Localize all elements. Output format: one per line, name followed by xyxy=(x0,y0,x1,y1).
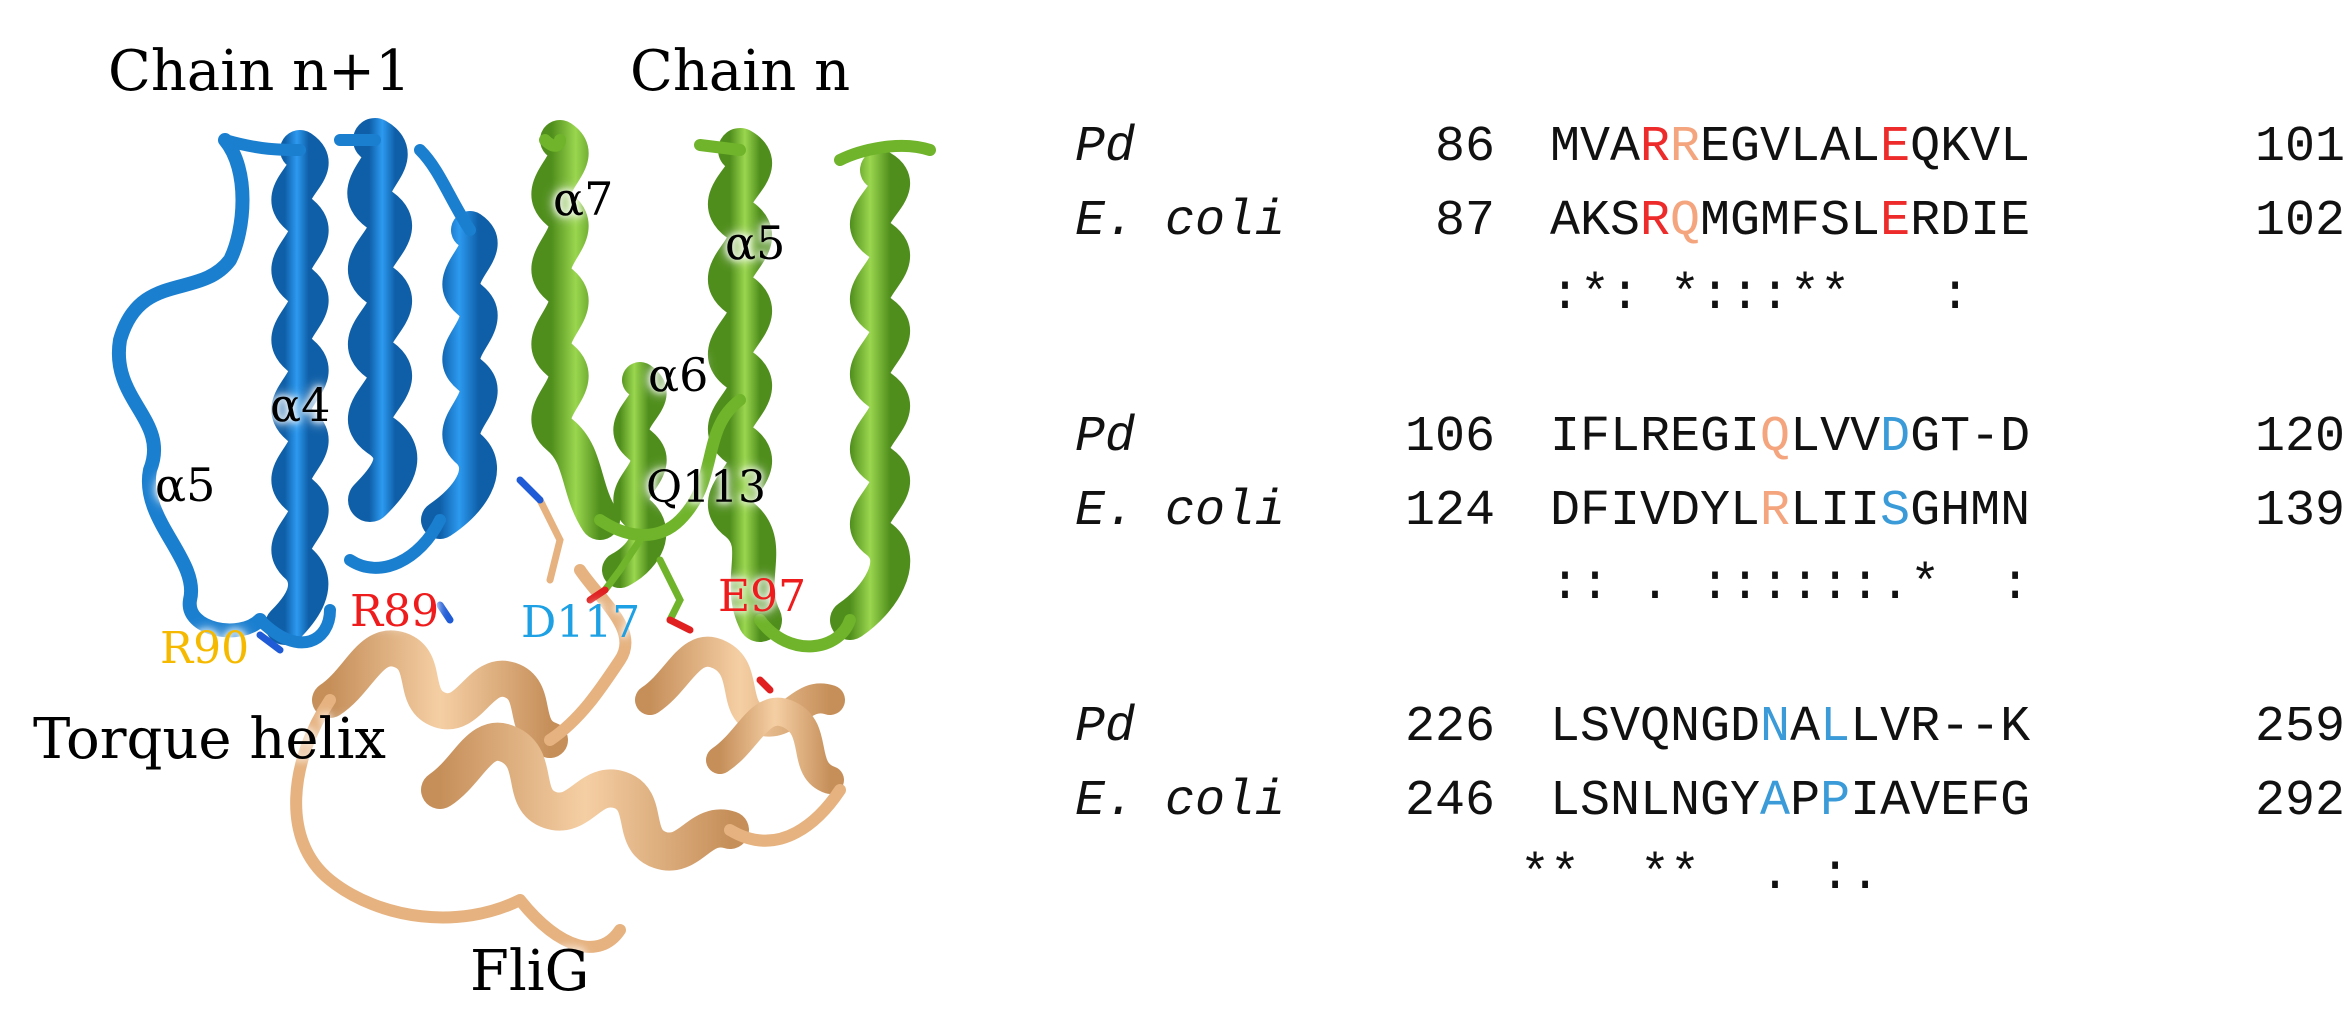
flig-torque-helix xyxy=(312,630,568,758)
green-helix-alpha7 xyxy=(531,120,620,540)
sequence-segment: EGVLAL xyxy=(1700,119,1881,176)
residue-d117-label: D117 xyxy=(521,597,641,648)
chain-n-ribbon xyxy=(531,120,936,653)
highlighted-residue: R xyxy=(1670,119,1701,176)
flig-label: FliG xyxy=(470,939,590,1004)
highlighted-residue: S xyxy=(1880,483,1911,540)
sequence-segment: GT-D xyxy=(1910,409,2031,466)
sequence-start-number: 226 xyxy=(1404,699,1495,756)
sequence-segment: LII xyxy=(1790,483,1881,540)
sequence-segment: LVR--K xyxy=(1850,699,2031,756)
sequence-segment: IFLREGI xyxy=(1550,409,1761,466)
highlighted-residue: A xyxy=(1760,773,1791,830)
sequence-end-number: 120 xyxy=(2255,409,2345,466)
helix-alpha6-label: α6 xyxy=(648,348,709,402)
sequence-segment: LSVQNGD xyxy=(1550,699,1761,756)
green-helix-alpha5 xyxy=(708,128,782,642)
green-helix-right xyxy=(830,150,911,640)
highlighted-residue: Q xyxy=(1670,193,1701,250)
sequence-end-number: 259 xyxy=(2255,699,2345,756)
species-name: E. coli xyxy=(1075,483,1286,540)
chain-n-plus-1-ribbon xyxy=(111,118,498,649)
chain-n-plus-1-label: Chain n+1 xyxy=(108,39,411,104)
highlighted-residue: D xyxy=(1880,409,1911,466)
sequence-segment: P xyxy=(1790,773,1821,830)
helix-alpha5-blue-label: α5 xyxy=(155,458,216,512)
flig-helix-right-2 xyxy=(706,697,844,794)
highlighted-residue: Q xyxy=(1760,409,1791,466)
sequence-segment: AKS xyxy=(1550,193,1641,250)
highlighted-residue: R xyxy=(1640,193,1671,250)
chain-n-label: Chain n xyxy=(630,39,851,104)
sequence: IFLREGIQLVVDGT-D xyxy=(1550,408,2030,468)
sequence-end-number: 102 xyxy=(2255,193,2345,250)
residue-r90-label: R90 xyxy=(160,623,250,674)
residue-e97-label: E97 xyxy=(718,571,807,622)
sequence-start-number: 86 xyxy=(1434,119,1495,176)
sequence-start-number: 87 xyxy=(1434,193,1495,250)
sequence: LSVQNGDNALLVR--K xyxy=(1550,698,2030,758)
blue-helix-2 xyxy=(347,118,418,522)
conservation-line: ** ** . :. xyxy=(1430,847,1881,904)
residue-r89-label: R89 xyxy=(350,586,440,637)
sequence: LSNLNGYAPPIAVEFG xyxy=(1550,772,2030,832)
sequence-segment: MGMFSL xyxy=(1700,193,1881,250)
sequence: DFIVDYLRLIISGHMN xyxy=(1550,482,2030,542)
blue-helix-3 xyxy=(421,211,498,539)
sequence-end-number: 101 xyxy=(2255,119,2345,176)
highlighted-residue: E xyxy=(1880,193,1911,250)
flig-helix-lower xyxy=(421,722,749,871)
highlighted-residue: R xyxy=(1640,119,1671,176)
residue-q113-label: Q113 xyxy=(646,462,767,513)
sequence-end-number: 292 xyxy=(2255,773,2345,830)
helix-alpha4-label: α4 xyxy=(270,378,331,432)
highlighted-residue: N xyxy=(1760,699,1791,756)
sequence-start-number: 246 xyxy=(1404,773,1495,830)
conservation-line: :: . ::::::.* : xyxy=(1430,557,2031,614)
highlighted-residue: L xyxy=(1820,699,1851,756)
sequence-segment: IAVEFG xyxy=(1850,773,2031,830)
sequence-segment: LSNLNGY xyxy=(1550,773,1761,830)
green-helix-alpha6 xyxy=(602,362,667,588)
helix-alpha5-green-label: α5 xyxy=(725,216,786,270)
conservation-line: :*: *:::** : xyxy=(1430,267,1971,324)
sequence-segment: RDIE xyxy=(1910,193,2031,250)
species-name: Pd xyxy=(1075,409,1136,466)
sequence-segment: LVV xyxy=(1790,409,1881,466)
highlighted-residue: P xyxy=(1820,773,1851,830)
blue-loop xyxy=(111,133,267,638)
residue-sticks xyxy=(256,476,774,694)
helix-alpha7-label: α7 xyxy=(553,172,614,226)
sequence-start-number: 124 xyxy=(1404,483,1495,540)
green-loops xyxy=(539,134,936,653)
sequence-segment: GHMN xyxy=(1910,483,2031,540)
species-name: Pd xyxy=(1075,699,1136,756)
blue-top-loop xyxy=(219,134,476,236)
flig-loops xyxy=(290,564,846,953)
sequence: MVARREGVLALEQKVL xyxy=(1550,118,2030,178)
sequence-segment: QKVL xyxy=(1910,119,2031,176)
sequence-segment: A xyxy=(1790,699,1821,756)
highlighted-residue: E xyxy=(1880,119,1911,176)
blue-helix-1 xyxy=(265,130,329,645)
species-name: E. coli xyxy=(1075,193,1286,250)
flig-ribbon xyxy=(290,564,846,953)
blue-lower-loop xyxy=(254,514,446,649)
species-name: Pd xyxy=(1075,119,1136,176)
sequence-segment: MVA xyxy=(1550,119,1641,176)
highlighted-residue: R xyxy=(1760,483,1791,540)
protein-structure-illustration xyxy=(111,118,936,953)
species-name: E. coli xyxy=(1075,773,1286,830)
sequence: AKSRQMGMFSLERDIE xyxy=(1550,192,2030,252)
sequence-segment: DFIVDYL xyxy=(1550,483,1761,540)
torque-helix-label: Torque helix xyxy=(33,707,386,772)
sequence-end-number: 139 xyxy=(2255,483,2345,540)
sequence-start-number: 106 xyxy=(1404,409,1495,466)
